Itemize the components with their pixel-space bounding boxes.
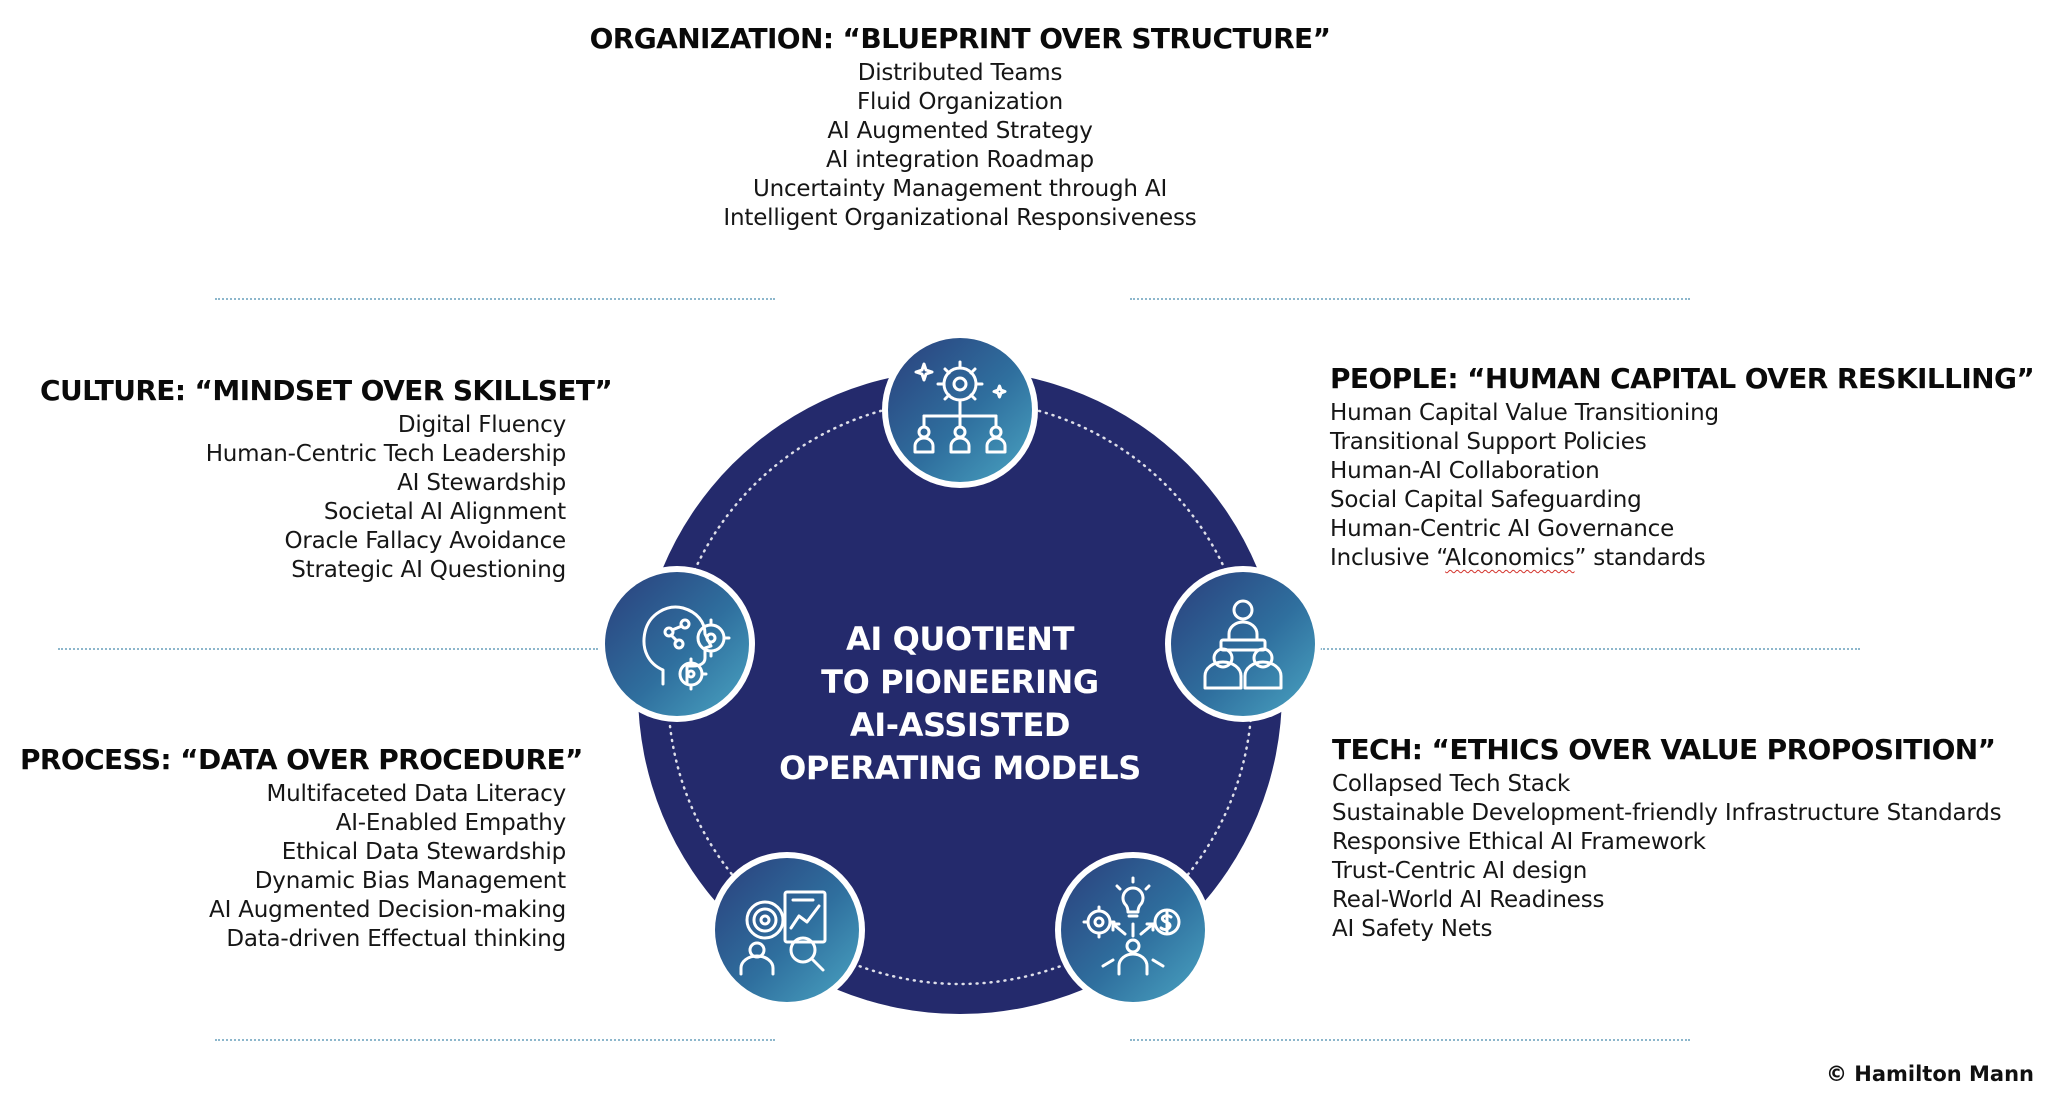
section-list: Distributed Teams Fluid Organization AI … (580, 59, 1340, 233)
section-title: CULTURE: “MINDSET OVER SKILLSET” (40, 374, 613, 407)
list-item: Dynamic Bias Management (254, 868, 566, 894)
list-item: Human Capital Value Transitioning (1330, 400, 1719, 426)
list-item-prefix: Inclusive “ (1330, 545, 1446, 571)
list-item: Digital Fluency (397, 412, 566, 438)
list-item: Human-Centric Tech Leadership (205, 441, 566, 467)
section-process: PROCESS: “DATA OVER PROCEDURE” Multiface… (20, 743, 583, 954)
list-item: Uncertainty Management through AI (752, 176, 1168, 202)
list-item: Strategic AI Questioning (291, 557, 566, 583)
node-process (709, 852, 865, 1008)
list-item: Human-AI Collaboration (1330, 458, 1600, 484)
list-item: Fluid Organization (857, 89, 1063, 115)
section-title: PROCESS: “DATA OVER PROCEDURE” (20, 743, 583, 776)
node-tech (1055, 852, 1211, 1008)
center-title-line: AI-ASSISTED (849, 706, 1071, 744)
list-item: Transitional Support Policies (1330, 429, 1647, 455)
list-item: AI integration Roadmap (826, 147, 1094, 173)
section-organization: ORGANIZATION: “BLUEPRINT OVER STRUCTURE”… (580, 22, 1340, 233)
target-report-magnifier-icon (739, 890, 827, 976)
section-title: TECH: “ETHICS OVER VALUE PROPOSITION” (1332, 733, 1996, 766)
team-hierarchy-icon (1203, 599, 1283, 690)
section-people: PEOPLE: “HUMAN CAPITAL OVER RESKILLING” … (1330, 362, 2035, 573)
list-item: Intelligent Organizational Responsivenes… (723, 205, 1197, 231)
list-item: AI Safety Nets (1332, 916, 1493, 942)
center-title-line: OPERATING MODELS (779, 749, 1141, 787)
section-culture: CULTURE: “MINDSET OVER SKILLSET” Digital… (40, 374, 613, 585)
list-item: Societal AI Alignment (323, 499, 566, 525)
list-item-suffix: ” standards (1574, 545, 1706, 571)
list-item: Real-World AI Readiness (1332, 887, 1605, 913)
center-title: AI QUOTIENT TO PIONEERING AI-ASSISTED OP… (740, 618, 1180, 790)
list-item: AI Augmented Decision-making (209, 897, 566, 923)
section-tech: TECH: “ETHICS OVER VALUE PROPOSITION” Co… (1332, 733, 2042, 944)
idea-gear-dollar-person-icon (1082, 876, 1181, 976)
section-list: Multifaceted Data Literacy AI-Enabled Em… (20, 780, 566, 954)
separator-bottom-right (1130, 1039, 1690, 1041)
section-title: ORGANIZATION: “BLUEPRINT OVER STRUCTURE” (589, 22, 1331, 55)
center-title-line: TO PIONEERING (821, 663, 1099, 701)
list-item: Oracle Fallacy Avoidance (284, 528, 566, 554)
section-list: Collapsed Tech Stack Sustainable Develop… (1332, 770, 2042, 944)
list-item: Responsive Ethical AI Framework (1332, 829, 1706, 855)
list-item: AI Augmented Strategy (827, 118, 1093, 144)
gear-org-chart-icon (913, 360, 1007, 454)
separator-mid-left (58, 648, 598, 650)
list-item: Human-Centric AI Governance (1330, 516, 1675, 542)
list-item: Trust-Centric AI design (1332, 858, 1588, 884)
ai-head-network-icon (642, 605, 731, 691)
node-culture (599, 566, 755, 722)
list-item: Distributed Teams (857, 60, 1063, 86)
list-item: Data-driven Effectual thinking (226, 926, 566, 952)
list-item: Social Capital Safeguarding (1330, 487, 1642, 513)
node-organization (882, 332, 1038, 488)
section-list: Digital Fluency Human-Centric Tech Leade… (40, 411, 566, 585)
list-item: Sustainable Development-friendly Infrast… (1332, 800, 2002, 826)
center-title-line: AI QUOTIENT (845, 620, 1074, 658)
list-item: Collapsed Tech Stack (1332, 771, 1571, 797)
separator-bottom-left (215, 1039, 775, 1041)
list-item: AI Stewardship (397, 470, 566, 496)
list-item: AI-Enabled Empathy (335, 810, 567, 836)
list-item: Multifaceted Data Literacy (266, 781, 567, 807)
separator-top-right (1130, 298, 1690, 300)
separator-mid-right (1320, 648, 1860, 650)
separator-top-left (215, 298, 775, 300)
copyright-notice: © Hamilton Mann (1825, 1062, 2034, 1086)
section-list: Human Capital Value Transitioning Transi… (1330, 399, 2030, 573)
list-item: Inclusive “AIconomics” standards (1330, 544, 2030, 573)
list-item: Ethical Data Stewardship (281, 839, 566, 865)
spellcheck-underlined-word: AIconomics (1445, 545, 1575, 571)
node-people (1165, 566, 1321, 722)
section-title: PEOPLE: “HUMAN CAPITAL OVER RESKILLING” (1330, 362, 2035, 395)
